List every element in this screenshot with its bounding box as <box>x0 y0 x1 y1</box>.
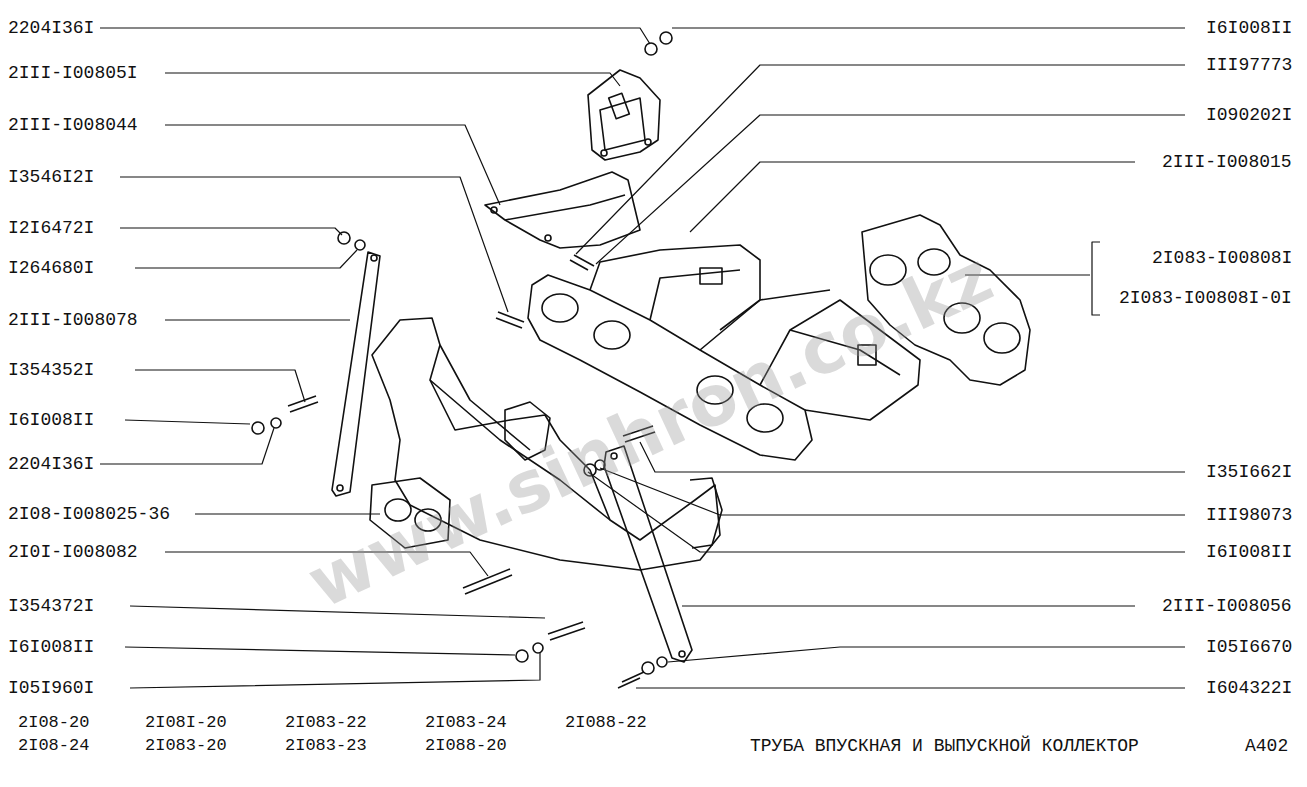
model-code: 2I083-23 <box>285 736 367 756</box>
part-number: А402 <box>1245 736 1288 756</box>
part-number: 2I0I-I008082 <box>8 542 138 562</box>
part-number: I6I008II <box>8 637 94 657</box>
model-code: 2I08-24 <box>18 736 89 756</box>
part-number: I35I662I <box>1206 462 1292 482</box>
bracket-left <box>332 252 380 496</box>
model-code: 2I08I-20 <box>145 713 227 733</box>
part-number: 2III-I008044 <box>8 115 138 135</box>
model-code: 2I083-20 <box>145 736 227 756</box>
model-code: 2I088-20 <box>425 736 507 756</box>
part-number: I354372I <box>8 596 94 616</box>
model-code: 2I088-22 <box>565 713 647 733</box>
part-number: I6I008II <box>8 410 94 430</box>
part-number: 2204I36I <box>8 454 94 474</box>
watermark: www.sinhron.co.kz <box>296 237 1004 624</box>
part-number: I090202I <box>1206 105 1292 125</box>
model-code: 2I08-20 <box>18 713 89 733</box>
part-number: I604322I <box>1206 678 1292 698</box>
part-number: 2III-I008056 <box>1162 596 1292 616</box>
part-number: I6I008II <box>1206 18 1292 38</box>
part-number: 2III-I00805I <box>8 63 138 83</box>
model-code: 2I083-24 <box>425 713 507 733</box>
part-number: I2I6472I <box>8 218 94 238</box>
part-number: 2III-I008015 <box>1162 152 1292 172</box>
part-number: I05I6670 <box>1206 637 1292 657</box>
part-number: I354352I <box>8 360 94 380</box>
part-number: I3546I2I <box>8 167 94 187</box>
part-number: III98073 <box>1206 505 1292 525</box>
heat-shield-bracket <box>588 70 660 160</box>
part-number: 2I08-I008025-36 <box>8 504 170 524</box>
part-number: 2III-I008078 <box>8 310 138 330</box>
leader-lines <box>100 28 1185 688</box>
part-number: III97773 <box>1206 55 1292 75</box>
part-number: I6I008II <box>1206 542 1292 562</box>
heat-shield <box>485 172 640 248</box>
model-code: 2I083-22 <box>285 713 367 733</box>
part-number: 2I083-I00808I-0I <box>1119 288 1292 308</box>
part-number: I264680I <box>8 258 94 278</box>
part-number: 2I083-I00808I <box>1152 248 1292 268</box>
part-number: 2204I36I <box>8 18 94 38</box>
diagram-title: ТРУБА ВПУСКНАЯ И ВЫПУСКНОЙ КОЛЛЕКТОР <box>750 736 1139 756</box>
part-number: I05I960I <box>8 678 94 698</box>
